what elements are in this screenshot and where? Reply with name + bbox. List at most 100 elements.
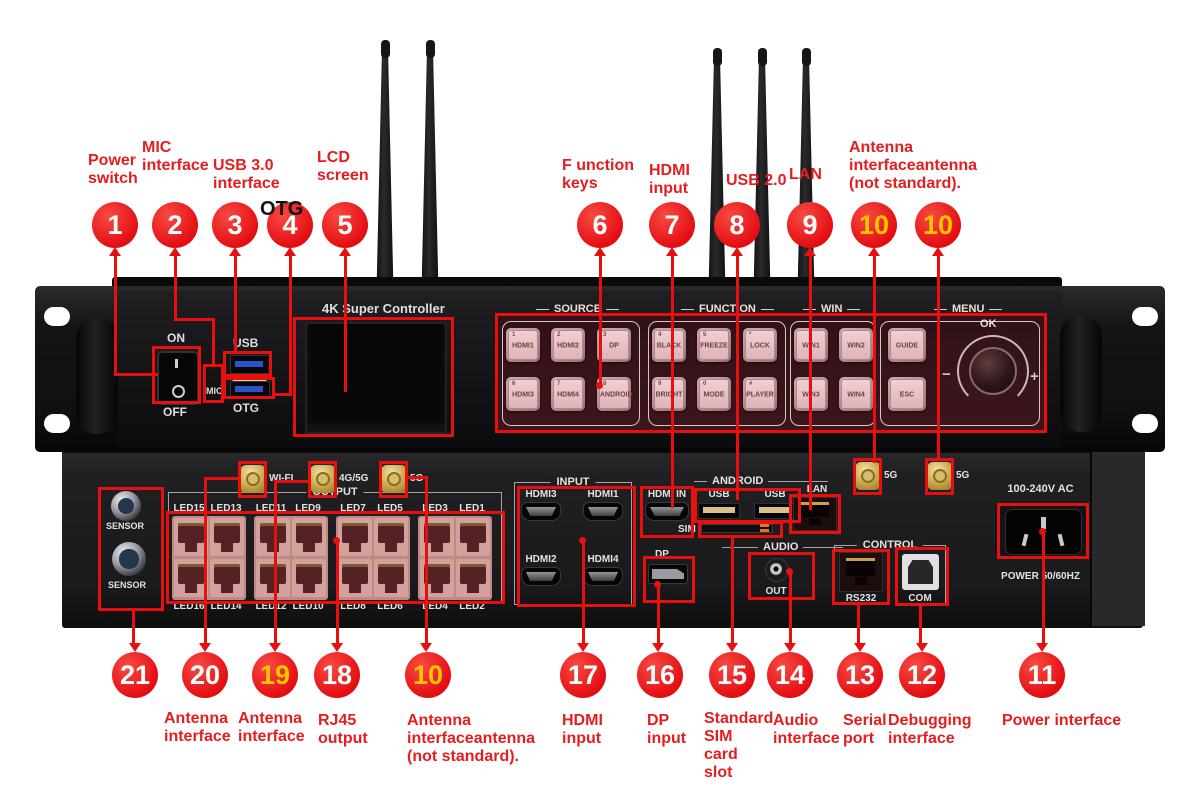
led-port xyxy=(256,559,290,597)
callout-label: Serial port xyxy=(843,712,887,748)
arrow-icon xyxy=(594,247,606,256)
dp-port xyxy=(648,564,688,584)
callout-12: 12 xyxy=(899,652,945,698)
led-port-group xyxy=(172,516,246,600)
arrow-icon xyxy=(577,643,589,652)
arrow-icon xyxy=(784,643,796,652)
led-port xyxy=(256,518,290,556)
arrow-icon xyxy=(199,643,211,652)
key-win4[interactable]: WIN4 xyxy=(839,377,873,411)
hdmi4-label: HDMI4 xyxy=(587,554,619,565)
usb2-port xyxy=(698,503,740,519)
led-port-label: LED15 xyxy=(173,503,205,514)
key-esc[interactable]: ESC xyxy=(888,377,926,411)
callout-5: 5 xyxy=(322,202,368,248)
otg-front-label: OTG xyxy=(233,401,259,415)
led-port-label: LED11 xyxy=(255,503,287,514)
leader-line xyxy=(736,255,739,500)
5g-sma-connector xyxy=(927,462,953,490)
audio-out-label: OUT xyxy=(765,586,787,597)
leader-line xyxy=(289,255,292,396)
key-guide[interactable]: GUIDE xyxy=(888,328,926,362)
arrow-icon xyxy=(916,643,928,652)
arrow-icon xyxy=(726,643,738,652)
highlight-box-usb2 xyxy=(694,488,801,523)
led-port-label: LED2 xyxy=(459,601,485,612)
arrow-icon xyxy=(932,247,944,256)
leader-line xyxy=(919,605,922,643)
antenna-tip xyxy=(381,40,390,58)
highlight-box-dp xyxy=(643,556,695,603)
leader-line xyxy=(132,611,135,643)
leader-line xyxy=(114,373,158,376)
4g5g-sma-connector xyxy=(310,465,336,493)
antenna-tip xyxy=(426,40,435,58)
arrow-icon xyxy=(868,247,880,256)
usb-label: USB xyxy=(708,489,730,500)
arrow-icon xyxy=(339,247,351,256)
callout-14: 14 xyxy=(767,652,813,698)
rack-ear-hole xyxy=(44,307,70,326)
callout-label: USB 3.0 interface xyxy=(213,157,280,193)
4g5g-sma-label: 4G/5G xyxy=(339,473,369,484)
leader-dot xyxy=(333,537,340,544)
callout-label: LAN xyxy=(789,166,822,183)
highlight-box-power-switch xyxy=(152,346,201,404)
wifi-sma-label: WI-FI xyxy=(269,473,294,484)
rack-ear-hole xyxy=(44,414,70,433)
callout-10: 10 xyxy=(851,202,897,248)
callout-label: MIC interface xyxy=(142,139,209,175)
highlight-box-lan xyxy=(789,494,841,534)
callout-7: 7 xyxy=(649,202,695,248)
leader-line xyxy=(212,318,215,364)
arrow-icon xyxy=(331,643,343,652)
key-win2[interactable]: WIN2 xyxy=(839,328,873,362)
led-port xyxy=(174,518,208,556)
led-port-label: LED10 xyxy=(292,601,324,612)
sensor-connector xyxy=(112,542,146,576)
key-player[interactable]: #PLAYER xyxy=(743,377,777,411)
knob-ok-label: OK xyxy=(980,318,997,330)
callout-label: HDMI input xyxy=(562,712,603,748)
menu-knob[interactable] xyxy=(969,347,1017,395)
key-lock[interactable]: *LOCK xyxy=(743,328,777,362)
power-switch[interactable] xyxy=(157,351,199,405)
callout-label: LCD screen xyxy=(317,149,369,185)
callout-10: 10 xyxy=(915,202,961,248)
led-port-group xyxy=(336,516,410,600)
input-section-title: INPUT xyxy=(550,476,596,488)
leader-line xyxy=(599,255,602,386)
highlight-box-lcd xyxy=(293,317,454,437)
leader-dot xyxy=(786,568,793,575)
callout-label: Antenna interfaceantenna (not standard). xyxy=(849,139,978,193)
sim-indicator xyxy=(760,529,769,532)
antenna-tip xyxy=(713,48,722,66)
callout-2: 2 xyxy=(152,202,198,248)
highlight-box-hdmi-in xyxy=(640,486,694,538)
sensor-connector xyxy=(111,491,141,521)
sim-indicator xyxy=(760,524,769,527)
highlight-box-sim xyxy=(698,521,783,538)
leader-dot xyxy=(654,581,661,588)
power-on-label: ON xyxy=(167,331,185,345)
leader-line xyxy=(204,477,207,643)
hdmi-port xyxy=(521,567,561,586)
wifi-sma-connector xyxy=(240,465,266,493)
knob-minus-label: − xyxy=(942,366,951,383)
arrow-icon xyxy=(731,247,743,256)
highlight-box-rs232 xyxy=(832,549,890,605)
callout-label-otg: OTG xyxy=(260,198,304,220)
callout-15: 15 xyxy=(709,652,755,698)
leader-line xyxy=(425,476,428,643)
arrow-icon xyxy=(666,247,678,256)
